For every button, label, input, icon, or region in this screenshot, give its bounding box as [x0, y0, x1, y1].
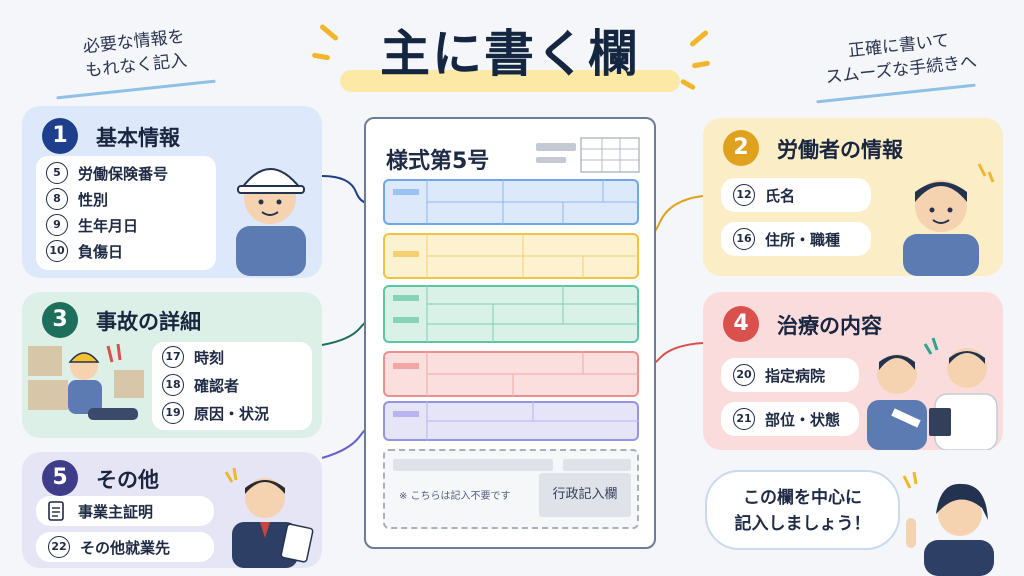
form-section-green [383, 285, 639, 343]
admin-field: 行政記入欄 [539, 473, 631, 517]
item-label: 指定病院 [765, 366, 826, 385]
list-item: 5 労働保険番号 [46, 162, 168, 184]
card-title: その他 [96, 468, 159, 492]
item-number: 18 [162, 374, 184, 396]
item-number: 9 [46, 214, 68, 236]
badge-4: 4 [723, 306, 759, 342]
badge-2: 2 [723, 130, 759, 166]
employer-illustration [224, 467, 314, 568]
speech-line1: この欄を中心に [743, 488, 862, 508]
item-number: 5 [46, 162, 68, 184]
card-title: 治療の内容 [777, 314, 882, 338]
title-highlight [340, 70, 680, 92]
injured-worker-illustration [28, 343, 144, 420]
form-section-gridlines [393, 179, 639, 441]
guide-woman-illustration [902, 471, 994, 576]
form-placeholder [536, 157, 566, 163]
item-number: 20 [733, 364, 755, 386]
item-label: 部位・状態 [765, 410, 841, 429]
item-number: 12 [733, 184, 755, 206]
item-label: 性別 [78, 190, 109, 209]
item-label: 事業主証明 [78, 502, 154, 521]
item-pill: 20 指定病院 [721, 358, 859, 392]
item-pill: 16 住所・職種 [721, 222, 871, 256]
item-label: 生年月日 [78, 216, 139, 235]
list-item: 17 時刻 [162, 346, 224, 368]
item-pill: 21 部位・状態 [721, 402, 859, 436]
document-icon [48, 501, 64, 521]
item-label: 負傷日 [78, 242, 124, 261]
item-list: 17 時刻 18 確認者 19 原因・状況 [152, 342, 312, 430]
title-area: 主に書く欄 [340, 6, 680, 96]
doctor-patient-illustration [867, 337, 998, 450]
item-pill: 12 氏名 [721, 178, 871, 212]
item-label: 原因・状況 [194, 404, 270, 423]
item-label: 時刻 [194, 348, 225, 367]
list-item: 9 生年月日 [46, 214, 138, 236]
form-placeholder [536, 143, 576, 151]
card-title: 事故の詳細 [96, 310, 201, 334]
list-item: 19 原因・状況 [162, 402, 269, 424]
badge-5: 5 [42, 460, 78, 496]
form-title: 様式第5号 [386, 149, 490, 174]
item-number: 19 [162, 402, 184, 424]
item-label: 確認者 [194, 376, 240, 395]
item-label: その他就業先 [80, 538, 171, 557]
item-number: 17 [162, 346, 184, 368]
item-list: 5 労働保険番号 8 性別 9 生年月日 10 負傷日 [36, 156, 216, 270]
item-label: 住所・職種 [765, 230, 841, 249]
item-number: 16 [733, 228, 755, 250]
item-pill: 22 その他就業先 [36, 532, 214, 562]
form-document: 様式第5号 ※ こちらは記入不要です 行政記入欄 [364, 117, 656, 549]
card-title: 基本情報 [96, 126, 180, 150]
form-placeholder [393, 459, 553, 471]
list-item: 8 性別 [46, 188, 108, 210]
item-pill: 事業主証明 [36, 496, 214, 526]
item-number: 21 [733, 408, 755, 430]
item-number: 10 [46, 240, 68, 262]
form-grid [580, 137, 640, 173]
form-placeholder [563, 459, 631, 471]
worker-illustration [903, 163, 995, 276]
badge-3: 3 [42, 302, 78, 338]
card-treatment: 4 治療の内容 20 指定病院 21 部位・状態 [703, 292, 1003, 450]
item-label: 氏名 [765, 186, 796, 205]
item-number: 22 [48, 536, 70, 558]
card-accident: 3 事故の詳細 17 時刻 18 確認者 19 原因・状況 [22, 292, 322, 438]
list-item: 18 確認者 [162, 374, 239, 396]
item-label: 労働保険番号 [78, 164, 169, 183]
badge-1: 1 [42, 118, 78, 154]
card-other: 5 その他 事業主証明 22 その他就業先 [22, 452, 322, 568]
card-basic-info: 1 基本情報 5 労働保険番号 8 性別 9 生年月日 10 負傷日 [22, 106, 322, 278]
card-title: 労働者の情報 [777, 138, 903, 162]
speech-line2: 記入しましょう！ [734, 514, 871, 534]
exempt-note: ※ こちらは記入不要です [399, 491, 511, 502]
list-item: 10 負傷日 [46, 240, 123, 262]
speech-bubble: この欄を中心に 記入しましょう！ [705, 470, 900, 550]
item-number: 8 [46, 188, 68, 210]
form-exempt-area: ※ こちらは記入不要です 行政記入欄 [383, 449, 639, 529]
worker-helmet-illustration [236, 168, 306, 276]
page-title: 主に書く欄 [380, 25, 640, 83]
card-worker-info: 2 労働者の情報 12 氏名 16 住所・職種 [703, 118, 1003, 276]
